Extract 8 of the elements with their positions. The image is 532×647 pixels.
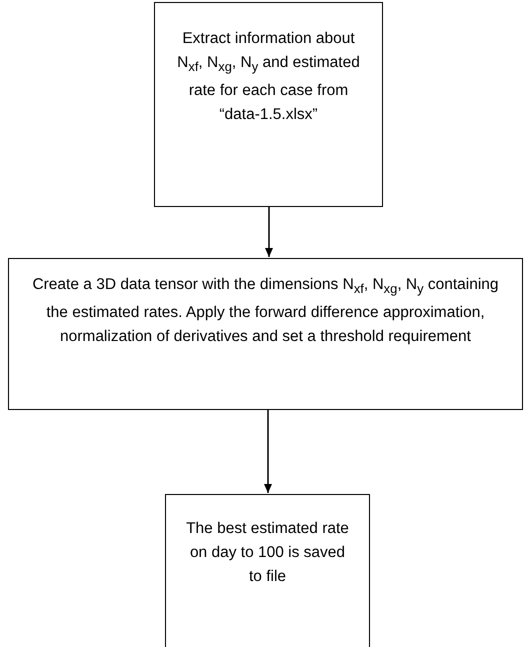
step-text: The best estimated rate on day to 100 is saved to file bbox=[186, 519, 349, 587]
step-text: Extract information about N$_{xf}$, N$_{xg}$, N$_{y}$ and estimated rate for each case from “data-1.5.xlsx” bbox=[176, 29, 361, 126]
arrow bbox=[265, 207, 273, 257]
arrow bbox=[264, 410, 272, 493]
process-box bbox=[165, 494, 370, 647]
process-box bbox=[8, 258, 523, 410]
process-box bbox=[154, 2, 383, 207]
step-text: Create a 3D data tensor with the dimensions N$_{xf}$, N$_{xg}$, N$_{y}$ containing the estimated rates. Apply the forward difference approximation, normalization of derivatives and set a threshold requirement bbox=[31, 275, 500, 348]
